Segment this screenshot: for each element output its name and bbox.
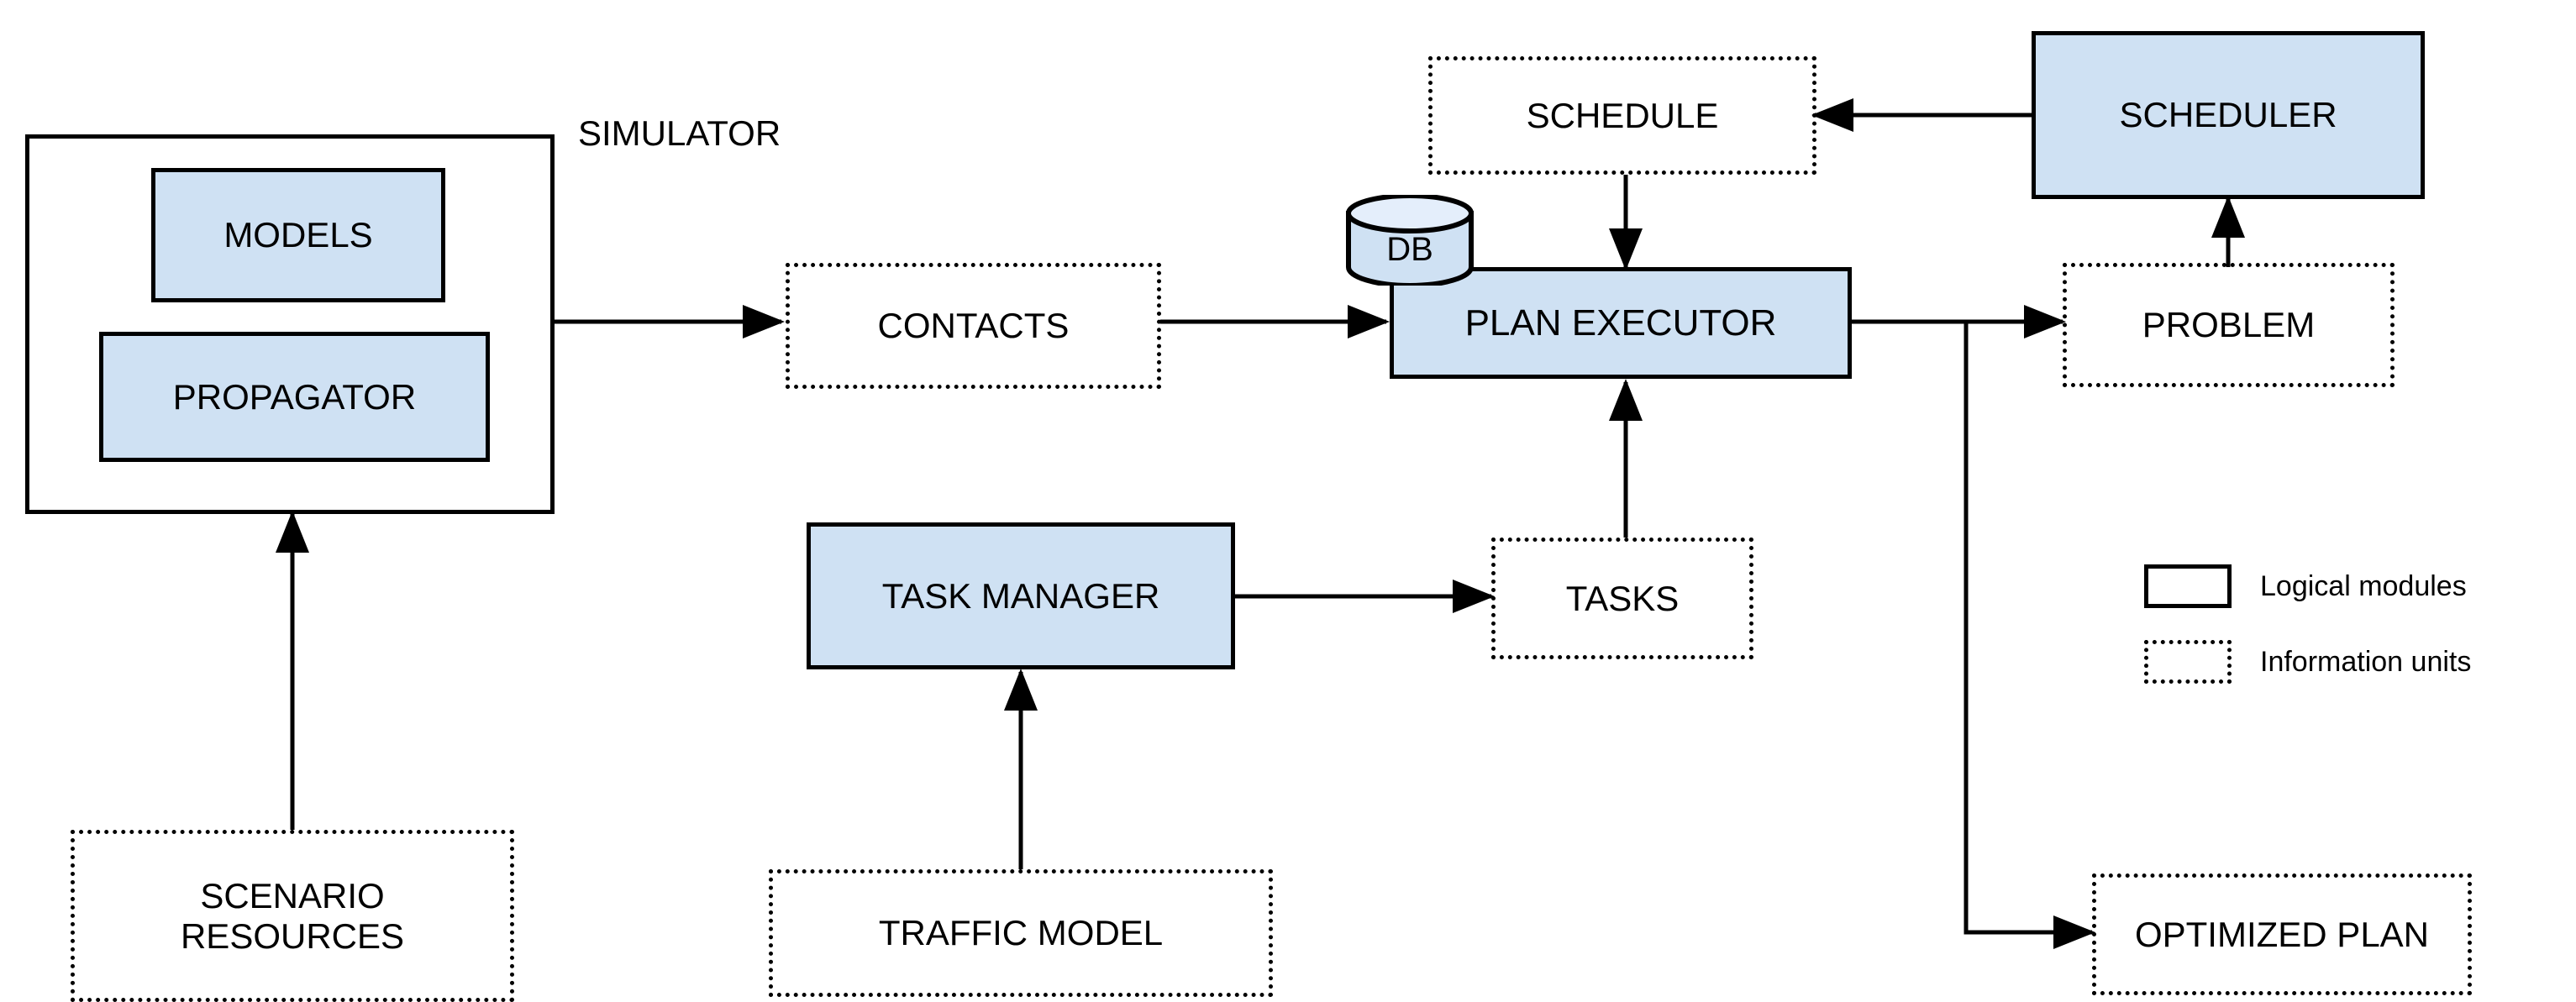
node-traffic-model[interactable]: TRAFFIC MODEL (769, 869, 1273, 997)
node-scheduler-label: SCHEDULER (2119, 95, 2337, 135)
node-task-manager-label: TASK MANAGER (881, 575, 1160, 616)
node-tasks[interactable]: TASKS (1491, 538, 1753, 659)
database-icon (1346, 193, 1474, 288)
node-models-label: MODELS (223, 215, 373, 255)
node-plan-executor[interactable]: PLAN EXECUTOR (1390, 267, 1852, 379)
node-db[interactable]: DB (1344, 193, 1475, 288)
legend-label-logical-modules: Logical modules (2260, 569, 2467, 602)
simulator-container (25, 134, 555, 514)
node-problem[interactable]: PROBLEM (2063, 263, 2395, 387)
legend-swatch-dotted-icon (2144, 640, 2232, 684)
node-models[interactable]: MODELS (151, 168, 445, 302)
node-scenario-resources-label: SCENARIO RESOURCES (180, 876, 405, 956)
simulator-label: SIMULATOR (578, 113, 781, 153)
legend-item-information-units: Information units (2144, 640, 2471, 684)
legend-swatch-solid-icon (2144, 564, 2232, 608)
legend-item-logical-modules: Logical modules (2144, 564, 2467, 608)
node-propagator-label: PROPAGATOR (172, 376, 417, 417)
node-problem-label: PROBLEM (2142, 305, 2316, 345)
node-contacts[interactable]: CONTACTS (786, 263, 1161, 389)
node-tasks-label: TASKS (1565, 578, 1680, 618)
node-plan-executor-label: PLAN EXECUTOR (1464, 302, 1777, 344)
node-schedule-label: SCHEDULE (1526, 95, 1719, 135)
node-db-label: DB (1386, 230, 1433, 268)
node-optimized-plan[interactable]: OPTIMIZED PLAN (2092, 873, 2472, 995)
legend-label-information-units: Information units (2260, 645, 2472, 678)
node-scenario-resources[interactable]: SCENARIO RESOURCES (71, 830, 514, 1002)
node-scheduler[interactable]: SCHEDULER (2032, 31, 2425, 199)
node-contacts-label: CONTACTS (877, 306, 1070, 346)
node-schedule[interactable]: SCHEDULE (1428, 56, 1816, 175)
node-optimized-plan-label: OPTIMIZED PLAN (2134, 914, 2430, 954)
node-traffic-model-label: TRAFFIC MODEL (878, 913, 1164, 953)
node-task-manager[interactable]: TASK MANAGER (807, 522, 1235, 669)
node-propagator[interactable]: PROPAGATOR (99, 332, 490, 462)
